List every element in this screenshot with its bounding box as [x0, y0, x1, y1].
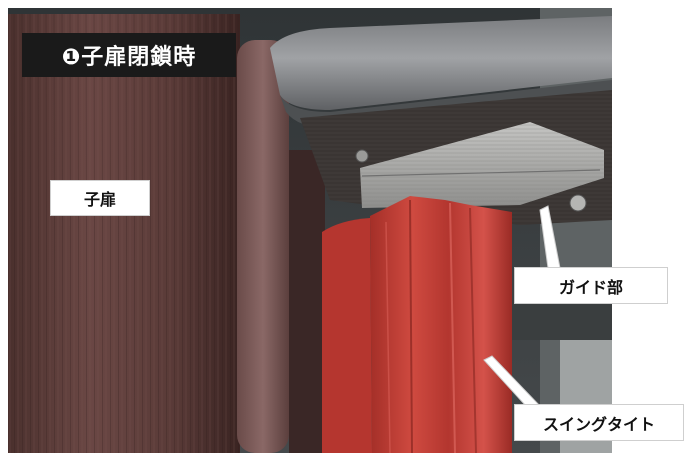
title-badge: ❶子扉閉鎖時: [22, 33, 236, 77]
swing-tight-label: スイングタイト: [514, 404, 684, 441]
guide-label: ガイド部: [514, 267, 668, 304]
door-label: 子扉: [50, 180, 150, 216]
